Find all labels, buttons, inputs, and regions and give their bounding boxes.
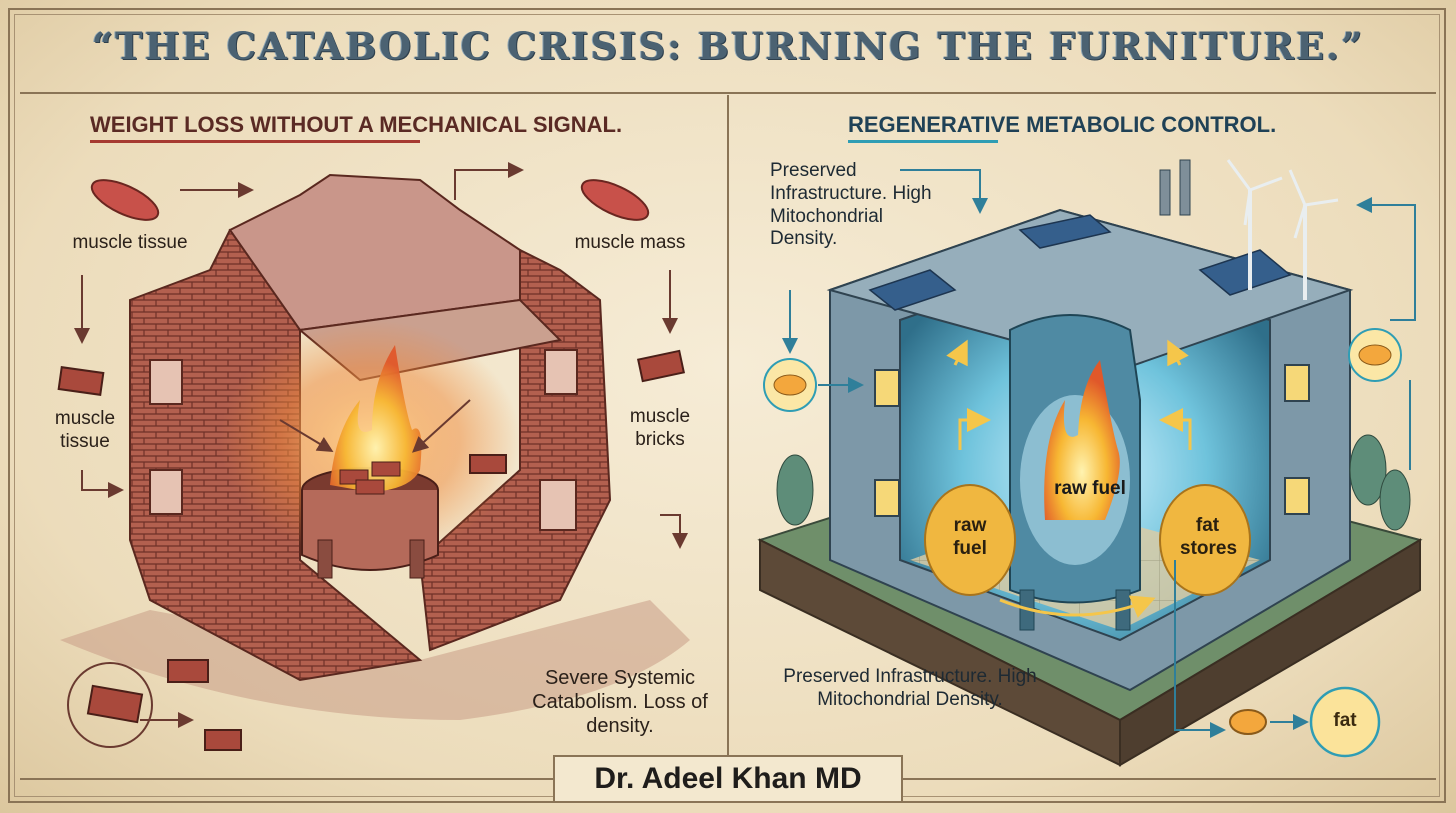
label-fat-badge: fat	[1320, 710, 1370, 733]
left-heading-underline	[90, 140, 420, 143]
right-panel-heading: REGENERATIVE METABOLIC CONTROL.	[848, 112, 1276, 138]
footer-rule-left	[20, 778, 553, 780]
left-panel-heading: WEIGHT LOSS WITHOUT A MECHANICAL SIGNAL.	[90, 112, 622, 138]
label-raw-fuel-center: raw fuel	[1040, 478, 1140, 501]
label-muscle-bricks: muscle bricks	[610, 406, 710, 452]
footer-rule-right	[903, 778, 1436, 780]
author-credit: Dr. Adeel Khan MD	[553, 755, 903, 803]
label-preserved-bottom: Preserved Infrastructure. High Mitochond…	[780, 666, 1040, 712]
right-heading-text: REGENERATIVE METABOLIC CONTROL.	[848, 112, 1276, 137]
label-fat-stores: fat stores	[1180, 515, 1235, 561]
label-raw-fuel-left: raw fuel	[945, 515, 995, 561]
label-muscle-tissue-top: muscle tissue	[55, 232, 205, 255]
label-preserved-top: Preserved Infrastructure. High Mitochond…	[770, 160, 950, 251]
right-heading-underline	[848, 140, 998, 143]
ruined-building	[59, 170, 690, 750]
label-muscle-mass: muscle mass	[555, 232, 705, 255]
left-heading-text: WEIGHT LOSS WITHOUT A MECHANICAL SIGNAL.	[90, 112, 622, 137]
label-muscle-tissue-side: muscle tissue	[35, 408, 135, 454]
label-catabolism-caption: Severe Systemic Catabolism. Loss of dens…	[520, 666, 720, 738]
